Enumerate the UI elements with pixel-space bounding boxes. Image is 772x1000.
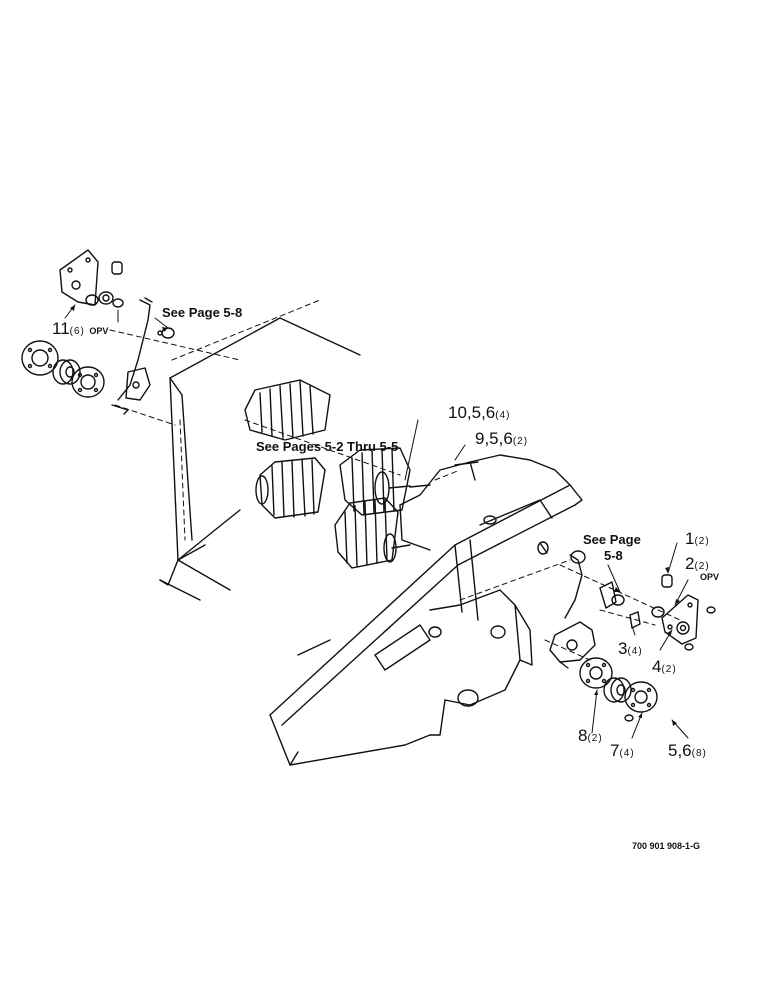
drive-roller <box>339 447 411 516</box>
callout-2: 2(2) <box>685 554 710 573</box>
callout-11: 11(6) OPV <box>52 319 109 338</box>
callout-8: 8(2) <box>578 726 603 745</box>
callout-4: 4(2) <box>652 657 677 676</box>
axis-lines <box>109 299 681 661</box>
see-page-reference-right: See Page <box>583 532 641 547</box>
main-housing <box>159 317 583 766</box>
callout-7: 7(4) <box>610 741 635 760</box>
callout-3: 3(4) <box>618 639 643 658</box>
arrowheads <box>70 305 680 726</box>
leader-lines <box>64 304 689 739</box>
left-bearing-assembly <box>21 249 175 415</box>
callout-1: 1(2) <box>685 529 710 548</box>
see-page-reference-top: See Page 5-8 <box>162 305 243 320</box>
callout-10-5-6: 10,5,6(4) <box>448 403 511 422</box>
see-pages-reference-middle: See Pages 5-2 Thru 5-5 <box>256 439 399 454</box>
see-page-reference-right-number: 5-8 <box>604 548 623 563</box>
callout-2-note: OPV <box>700 572 720 582</box>
lower-roller <box>334 497 411 569</box>
figure-code: 700 901 908-1-G <box>632 841 701 851</box>
upper-roller <box>244 379 331 441</box>
middle-roller <box>255 457 326 519</box>
callout-5-6: 5,6(8) <box>668 741 707 760</box>
callout-9-5-6: 9,5,6(2) <box>475 429 529 448</box>
right-bearing-assembly <box>409 461 716 722</box>
